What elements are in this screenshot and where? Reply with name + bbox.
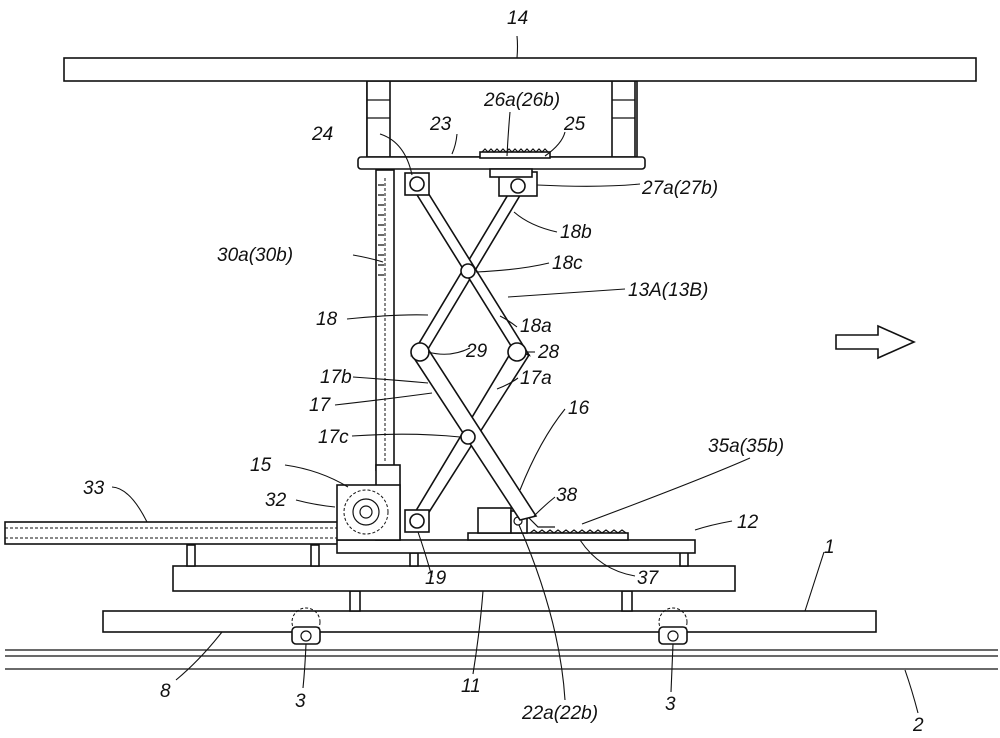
guide-block [336, 464, 401, 541]
post-right [621, 590, 633, 612]
reference-labels: 14 26a(26b) 23 25 24 27a(27b) 18b 30a(30… [83, 8, 924, 736]
top-plate [63, 57, 977, 82]
label-30a: 30a(30b) [217, 245, 293, 266]
carriage-frame [102, 610, 877, 633]
support-1 [186, 544, 196, 567]
rack [467, 529, 629, 541]
label-15: 15 [250, 455, 272, 476]
label-17b: 17b [320, 367, 352, 388]
label-17a: 17a [520, 368, 552, 389]
label-14: 14 [507, 8, 528, 29]
label-28: 28 [537, 342, 560, 363]
label-23: 23 [429, 114, 452, 135]
upper-rack [479, 148, 551, 159]
post-left [349, 590, 361, 612]
support-2 [310, 544, 320, 567]
right-arrow-icon [835, 324, 916, 360]
label-27a: 27a(27b) [641, 178, 718, 199]
label-3b: 3 [665, 694, 676, 715]
label-25: 25 [563, 114, 586, 135]
base-plate [172, 565, 736, 592]
label-18c: 18c [552, 253, 583, 274]
label-1: 1 [824, 537, 835, 558]
detector-38 [526, 515, 555, 528]
label-17c: 17c [318, 427, 349, 448]
upper-support-plate [357, 156, 646, 170]
label-37: 37 [637, 568, 660, 589]
arm [4, 521, 344, 545]
label-16: 16 [568, 398, 590, 419]
scale-column [375, 169, 395, 471]
support-3 [409, 552, 419, 567]
label-3a: 3 [295, 691, 306, 712]
label-8: 8 [160, 681, 171, 702]
label-19: 19 [425, 568, 447, 589]
table-plate [336, 539, 696, 554]
label-26a: 26a(26b) [483, 90, 560, 111]
label-35a: 35a(35b) [708, 436, 784, 457]
label-18a: 18a [520, 316, 552, 337]
upper-slider [489, 168, 533, 178]
label-29: 29 [465, 341, 488, 362]
label-32: 32 [265, 490, 287, 511]
upper-left-post [366, 80, 391, 158]
label-22a: 22a(22b) [521, 703, 598, 724]
label-17: 17 [309, 395, 332, 416]
slider-block [477, 507, 512, 534]
leader-lines [111, 35, 919, 714]
label-24: 24 [311, 124, 333, 145]
label-38: 38 [556, 485, 578, 506]
wheel-left [291, 607, 321, 645]
rail [5, 649, 998, 670]
label-18: 18 [316, 309, 338, 330]
label-18b: 18b [560, 222, 592, 243]
label-13A: 13A(13B) [628, 280, 708, 301]
label-33: 33 [83, 478, 105, 499]
wheel-right [658, 607, 688, 645]
label-2: 2 [912, 715, 924, 736]
label-12: 12 [737, 512, 759, 533]
label-11: 11 [461, 676, 481, 697]
upper-right-post [611, 80, 636, 158]
